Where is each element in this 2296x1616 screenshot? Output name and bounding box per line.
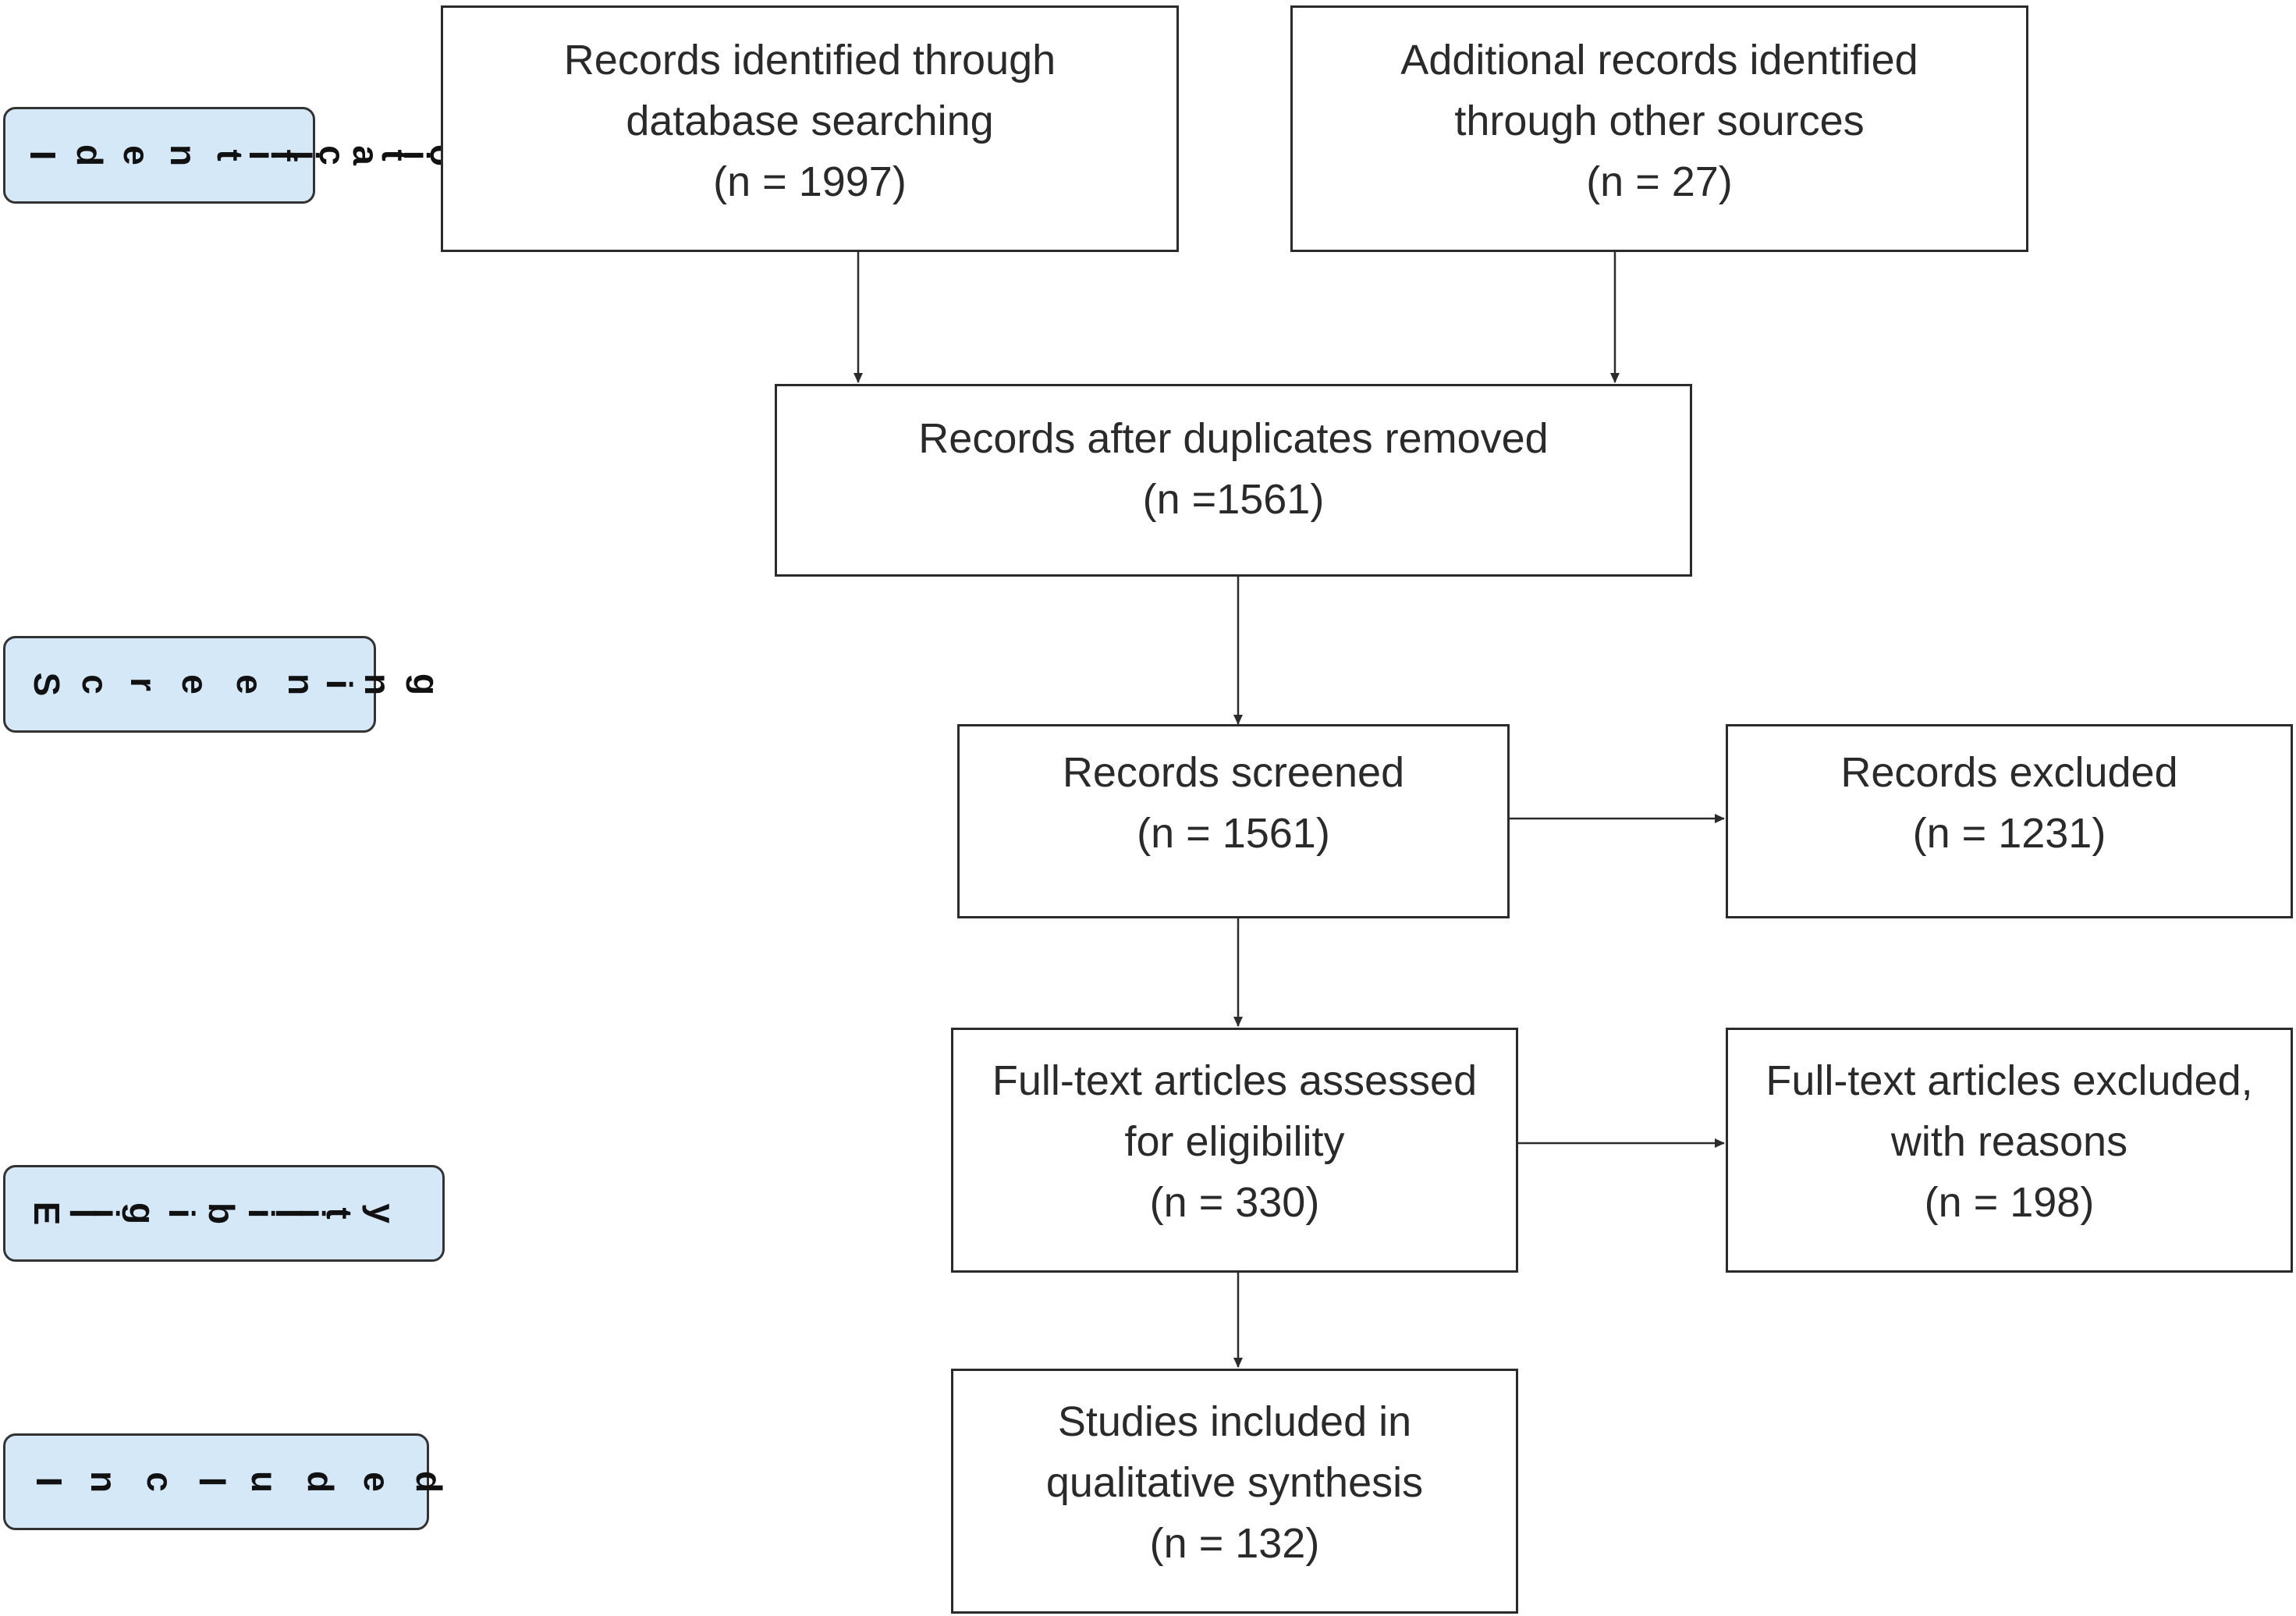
box-count: (n = 1997)	[713, 158, 907, 205]
box-line: Studies included in	[1057, 1398, 1412, 1445]
box-line: with reasons	[1890, 1118, 2128, 1165]
box-line: through other sources	[1454, 98, 1865, 144]
box-line: Records after duplicates removed	[918, 415, 1549, 462]
box-line: Full-text articles excluded,	[1765, 1057, 2253, 1104]
box-line: qualitative synthesis	[1045, 1459, 1424, 1506]
box-count: (n = 27)	[1586, 158, 1733, 205]
box-records-excluded: Records excluded (n = 1231)	[1726, 724, 2293, 918]
phase-screening: S c r e e n i n g	[3, 636, 446, 733]
box-fulltext-excluded: Full-text articles excluded, with reason…	[1726, 1028, 2293, 1273]
box-line: Records identified through	[563, 37, 1056, 83]
box-line: Records screened	[1062, 749, 1405, 796]
box-count: (n = 198)	[1924, 1179, 2095, 1226]
box-other-sources: Additional records identified through ot…	[1290, 5, 2028, 252]
box-count: (n = 132)	[1149, 1520, 1320, 1567]
box-studies-included: Studies included in qualitative synthesi…	[951, 1369, 1518, 1614]
box-line: Records excluded	[1840, 749, 2178, 796]
box-count: (n = 330)	[1149, 1179, 1320, 1226]
box-line: for eligibility	[1124, 1118, 1345, 1165]
box-duplicates-removed: Records after duplicates removed (n =156…	[775, 384, 1692, 577]
phase-eligibility: E l i g i b i l i t y	[3, 1165, 445, 1262]
box-count: (n =1561)	[1142, 476, 1325, 523]
box-line: database searching	[626, 98, 994, 144]
box-count: (n = 1561)	[1137, 810, 1330, 857]
box-records-screened: Records screened (n = 1561)	[957, 724, 1510, 918]
box-line: Additional records identified	[1400, 37, 1918, 83]
phase-included: I n c l u d e d	[3, 1433, 449, 1530]
phase-identification: I d e n t i f i c a t i o	[3, 107, 463, 204]
box-count: (n = 1231)	[1912, 810, 2106, 857]
box-database-records: Records identified through database sear…	[441, 5, 1179, 252]
box-line: Full-text articles assessed	[992, 1057, 1478, 1104]
box-fulltext-assessed: Full-text articles assessed for eligibil…	[951, 1028, 1518, 1273]
